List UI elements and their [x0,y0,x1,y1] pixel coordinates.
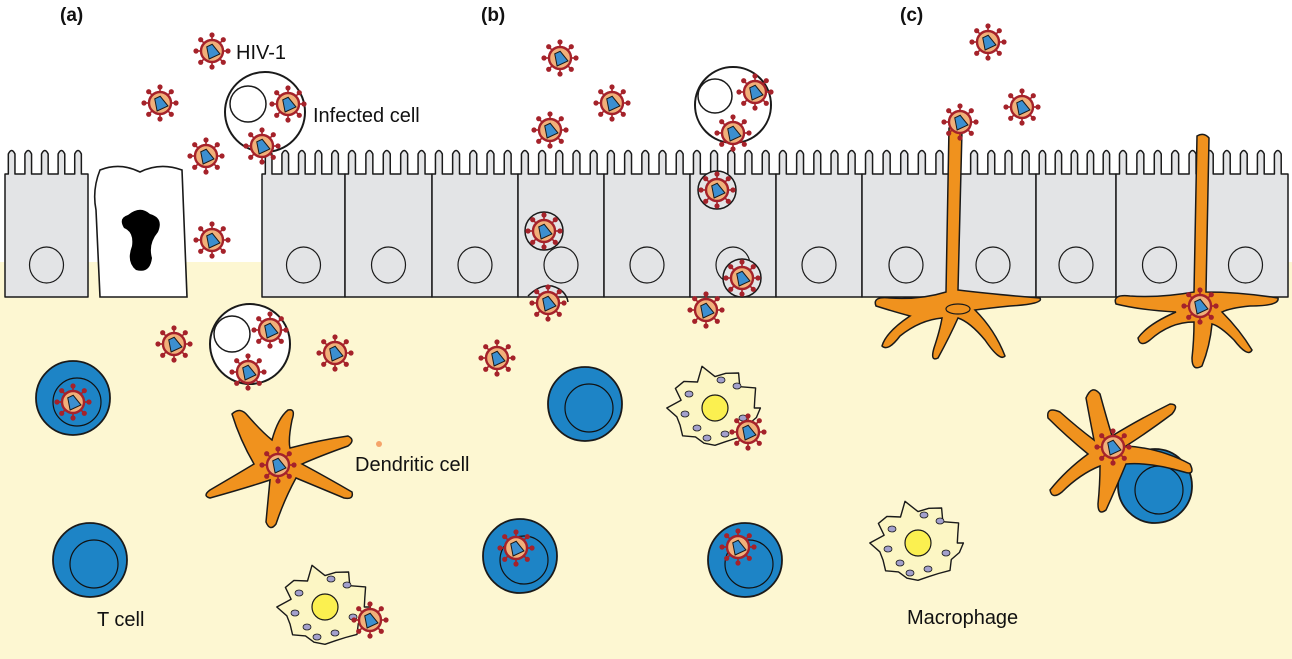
hiv-virion [242,126,282,166]
infected-cell-a-lumen [224,71,306,153]
orange-dot [376,441,382,447]
epithelial-cell [1115,149,1204,298]
hiv-virion [1093,427,1133,467]
dendritic-cell-c1 [874,125,1042,360]
macrophage [666,365,762,446]
nucleus [285,246,322,284]
dendritic-cell-c2 [1114,133,1279,369]
macrophage-nucleus [311,593,339,621]
nucleus [1058,246,1094,284]
nucleus [975,246,1011,284]
hiv-virion [192,220,232,260]
label-macrophage: Macrophage [907,607,1018,629]
epithelial-cell [4,149,89,298]
hiv-virion [968,22,1008,62]
hiv-virion [315,333,355,373]
hiv-virion [524,211,564,251]
nucleus [28,246,65,284]
macrophage-nucleus [904,529,932,557]
epithelial-cell [431,149,519,298]
hiv-virion [258,445,298,485]
hiv-virion [496,528,536,568]
panel-label-c: (c) [900,5,923,26]
hiv-virion [592,83,632,123]
t-cell [52,522,128,598]
epithelial-cell [603,149,691,298]
hiv-virion [140,83,180,123]
hiv-virion [940,102,980,142]
hiv-virion [192,31,232,71]
hiv-virion [154,324,194,364]
label-t-cell: T cell [97,609,144,631]
hiv-virion [1180,286,1220,326]
hiv-virion [540,38,580,78]
hiv-virion [186,136,226,176]
epithelial-layer [4,149,1289,298]
hiv-virion [350,600,390,640]
macrophage [276,564,372,645]
hiv-virion [228,352,268,392]
hiv-virion [697,170,737,210]
hiv-virion [530,110,570,150]
macrophage [869,500,965,581]
hiv-virion [722,258,762,298]
intraepithelial-dendritic-cells [874,125,1279,369]
hiv-virion [477,338,517,378]
epithelial-cell [344,149,433,298]
macrophages [276,365,965,645]
epithelial-cell [949,149,1037,298]
hiv-virion [718,527,758,567]
nucleus [1141,246,1178,284]
t-cell [547,366,623,442]
epithelial-cell [775,149,863,298]
hiv-virion [250,310,290,350]
hiv-virion [528,283,568,323]
label-dendritic-cell: Dendritic cell [355,454,469,476]
epithelial-cell [861,149,951,298]
epithelial-cell [261,149,346,298]
t-cell [707,522,783,598]
hiv-virion [53,382,93,422]
panel-label-b: (b) [481,5,505,26]
nucleus [801,246,837,284]
macrophage-nucleus [701,394,729,422]
nucleus [543,246,579,284]
hiv-virion [686,290,726,330]
epithelial-cell [1202,149,1289,298]
disrupted-epithelial-cell [93,165,188,298]
nucleus [888,246,924,284]
hiv-virion [735,72,775,112]
nucleus [370,246,407,284]
epithelial-cell [1035,149,1117,298]
nucleus [629,246,665,284]
hiv-virion [268,84,308,124]
hiv-virion [713,113,753,153]
hiv-virion [728,412,768,452]
label-infected-cell: Infected cell [313,105,420,127]
nucleus [457,246,493,284]
panel-label-a: (a) [60,5,83,26]
label-hiv-1: HIV-1 [236,42,286,64]
hiv-virion [1002,87,1042,127]
nucleus [1227,246,1264,284]
